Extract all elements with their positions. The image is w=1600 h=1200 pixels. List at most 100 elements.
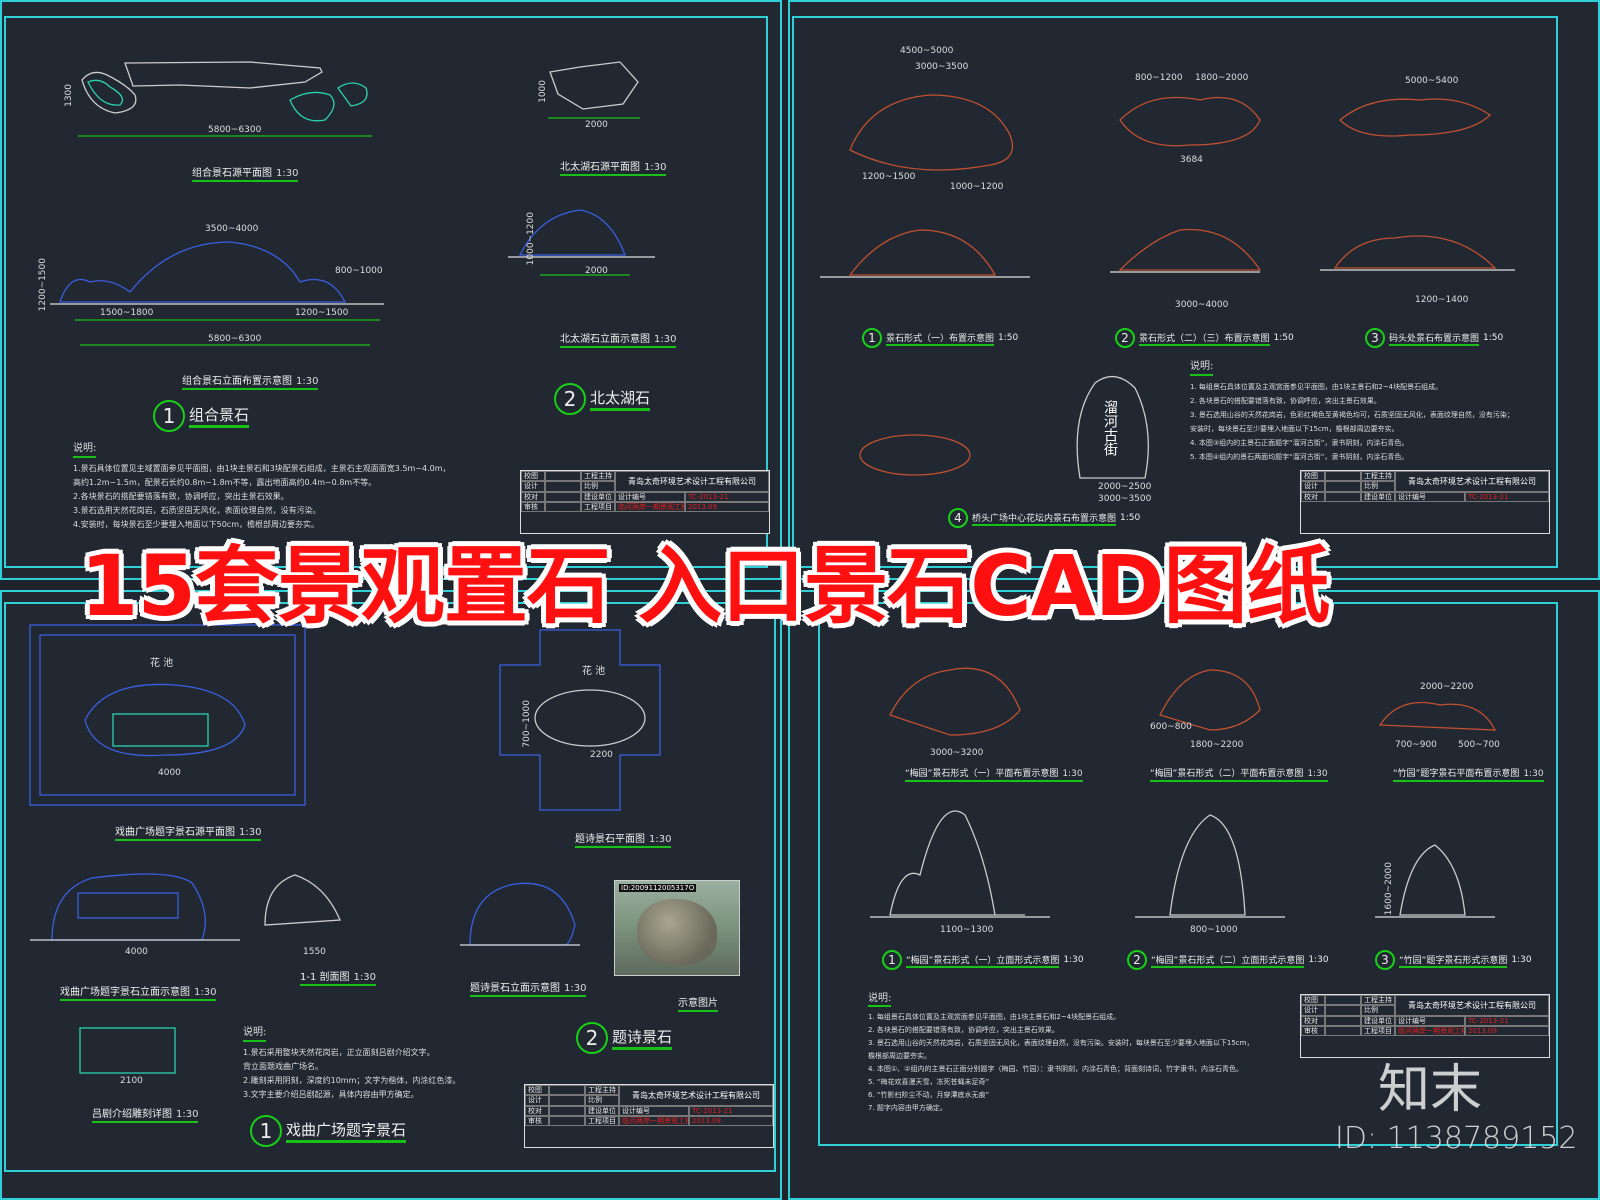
dim: 1100~1300 bbox=[940, 925, 994, 935]
notes-title: 说明: bbox=[243, 1026, 267, 1042]
tb-cell: 校对 bbox=[521, 491, 545, 502]
notes: 说明: 1.景石采用整块天然花岗岩，正立面刻吕剧介绍文字。 背立面题戏曲广场名。… bbox=[243, 1026, 460, 1102]
notes: 说明: 1.景石具体位置见主域置面参见平面图，由1块主景石和3块配景石组成，主景… bbox=[73, 442, 451, 532]
tb-cell: 2013.09 bbox=[685, 501, 769, 513]
label-text: 组合景石源平面图 bbox=[192, 168, 272, 179]
note-line: 5. 本图④组内的景石两面均题字“溜河古街”，隶书阴刻，内涂石青色。 bbox=[1190, 453, 1409, 461]
label-text: “梅园”景石形式（二）平面布置示意图 bbox=[1150, 769, 1304, 779]
note-line: 2. 各块景石的搭配要错落有致，协调呼应，突出主景石效果。 bbox=[1190, 397, 1381, 405]
tb-cell: 建设单位 bbox=[581, 491, 615, 502]
note-line: 5. “梅花欢喜漫天雪，冻死苍蝇未足奇” bbox=[868, 1078, 990, 1086]
note-line: 7. 题字内容由甲方确定。 bbox=[868, 1104, 947, 1112]
callout-number: 3 bbox=[1365, 328, 1385, 348]
tb-cell: 比例 bbox=[585, 1095, 619, 1106]
dim: 2100 bbox=[120, 1076, 143, 1086]
label-text: 吕剧介绍雕刻详图 bbox=[92, 1109, 172, 1120]
tb-cell: 审核 bbox=[521, 501, 545, 513]
tb-cell: 校图 bbox=[1301, 471, 1325, 482]
sheet-bottom-left-frame bbox=[4, 602, 776, 1172]
rock-image bbox=[637, 899, 717, 965]
tb-cell: 审核 bbox=[525, 1115, 549, 1127]
scale-text: 1:50 bbox=[1483, 333, 1504, 343]
scale-text: 1:30 bbox=[176, 1109, 199, 1120]
tb-cell: 校对 bbox=[525, 1105, 549, 1116]
note-line: 4. 本图①、②组内的主景石正面分别题字（梅园、竹园）：隶书阴刻，内涂石青色；背… bbox=[868, 1065, 1243, 1073]
drawing-label: 吕剧介绍雕刻详图 1:30 bbox=[92, 1105, 199, 1123]
watermark-id: ID: 1138789152 bbox=[1335, 1121, 1578, 1156]
callout-number: 1 bbox=[882, 950, 902, 970]
dim: 4000 bbox=[158, 768, 181, 778]
dim: 1550 bbox=[303, 947, 326, 957]
note-line: 高约1.2m~1.5m，配景石长约0.8m~1.8m不等，露出地面高约0.4m~… bbox=[73, 478, 377, 487]
tb-cell: 设计 bbox=[525, 1095, 549, 1106]
dim: 1200~1500 bbox=[38, 258, 48, 312]
note-line: 2.雕刻采用阴刻，深度约10mm；文字为楷体，内涂红色漆。 bbox=[243, 1076, 461, 1085]
label-text: 戏曲广场题字景石立面示意图 bbox=[60, 987, 190, 998]
tb-cell: 建设单位 bbox=[1361, 1015, 1395, 1026]
flower-bed-label: 花 池 bbox=[150, 658, 174, 669]
tb-cell: 比例 bbox=[581, 481, 615, 492]
scale-text: 1:30 bbox=[296, 376, 319, 387]
tb-cell: 设计编号 bbox=[1395, 491, 1465, 502]
label-text: “梅园”景石形式（二）立面形式示意图 bbox=[1151, 953, 1305, 968]
headline: 15套景观置石 入口景石CAD图纸 bbox=[80, 537, 1331, 635]
tb-cell: 设计编号 bbox=[619, 1105, 689, 1116]
scale-text: 1:30 bbox=[1062, 769, 1083, 779]
note-line: 安装时，每块景石至少要埋入地面以下15cm，檐根部周边要夯实。 bbox=[1190, 425, 1399, 433]
tb-cell: TC-2013-21 bbox=[689, 1105, 773, 1116]
tb-cell: 校图 bbox=[1301, 995, 1325, 1006]
tb-cell: 校对 bbox=[1301, 491, 1325, 502]
sheet-bottom-right bbox=[788, 590, 1600, 1200]
notes-title: 说明: bbox=[1190, 360, 1214, 376]
note-line: 1.景石具体位置见主域置面参见平面图，由1块主景石和3块配景石组成，主景石主观面… bbox=[73, 464, 451, 473]
dim: 3500~4000 bbox=[205, 224, 259, 234]
callout-number: 3 bbox=[1375, 950, 1395, 970]
label-text: 题诗景石平面图 bbox=[575, 834, 645, 845]
note-line: 檐根部周边要夯实。 bbox=[868, 1052, 931, 1060]
label-text: 桥头广场中心花坛内景石布置示意图 bbox=[972, 511, 1117, 526]
label-text: 题诗景石立面示意图 bbox=[470, 983, 560, 994]
scale-text: 1:30 bbox=[353, 972, 376, 983]
tb-cell: 建设单位 bbox=[1361, 491, 1395, 502]
dim: 1500~1800 bbox=[100, 308, 154, 318]
callout-number: 2 bbox=[554, 383, 586, 415]
dim: 1200~1400 bbox=[1415, 295, 1469, 305]
note-line: 3.景石选用天然花岗岩，石质坚固无风化，表面纹理自然，没有污染。 bbox=[73, 506, 321, 515]
label-text: “竹园”题字景石平面布置示意图 bbox=[1393, 769, 1520, 779]
scale-text: 1:30 bbox=[644, 162, 667, 173]
note-line: 1. 每组景石具体位置及主观赏面参见平面图，由1块主景石和2~4块配景石组成。 bbox=[868, 1013, 1121, 1021]
tb-cell: 设计 bbox=[521, 481, 545, 492]
dim: 1300 bbox=[64, 84, 74, 107]
tb-cell: 校图 bbox=[521, 471, 545, 482]
label-text: 组合景石立面布置示意图 bbox=[182, 376, 292, 387]
label-text: 1-1 剖面图 bbox=[300, 972, 350, 983]
note-line: 1.景石采用整块天然花岗岩，正立面刻吕剧介绍文字。 bbox=[243, 1048, 435, 1057]
tb-cell: 工程主持 bbox=[581, 471, 615, 482]
sheet-bottom-right-frame bbox=[818, 602, 1558, 1146]
note-line: 2. 各块景石的搭配要错落有致，协调呼应，突出主景石效果。 bbox=[868, 1026, 1059, 1034]
dim: 3000~3500 bbox=[915, 62, 969, 72]
scale-text: 1:50 bbox=[1273, 333, 1294, 343]
tb-cell: 设计 bbox=[1301, 481, 1325, 492]
dim: 2000~2200 bbox=[1420, 682, 1474, 692]
dim: 3684 bbox=[1180, 155, 1203, 165]
callout-text: 题诗景石 bbox=[612, 1026, 673, 1050]
note-line: 3. 景石选用山谷的天然花岗岩，色彩红褐色至黄褐色均可，石质坚固无风化，表面纹理… bbox=[1190, 411, 1514, 419]
scale-text: 1:50 bbox=[1120, 513, 1141, 523]
label-text: “梅园”景石形式（一）立面形式示意图 bbox=[906, 953, 1060, 968]
drawing-label: 组合景石立面布置示意图 1:30 bbox=[182, 372, 319, 390]
dim: 800~1200 bbox=[1135, 73, 1183, 83]
note-line: 3.文字主要介绍吕剧起源，具体内容由甲方确定。 bbox=[243, 1090, 419, 1099]
label-text: 码头处景石布置示意图 bbox=[1389, 331, 1480, 346]
scale-text: 1:30 bbox=[1307, 769, 1328, 779]
